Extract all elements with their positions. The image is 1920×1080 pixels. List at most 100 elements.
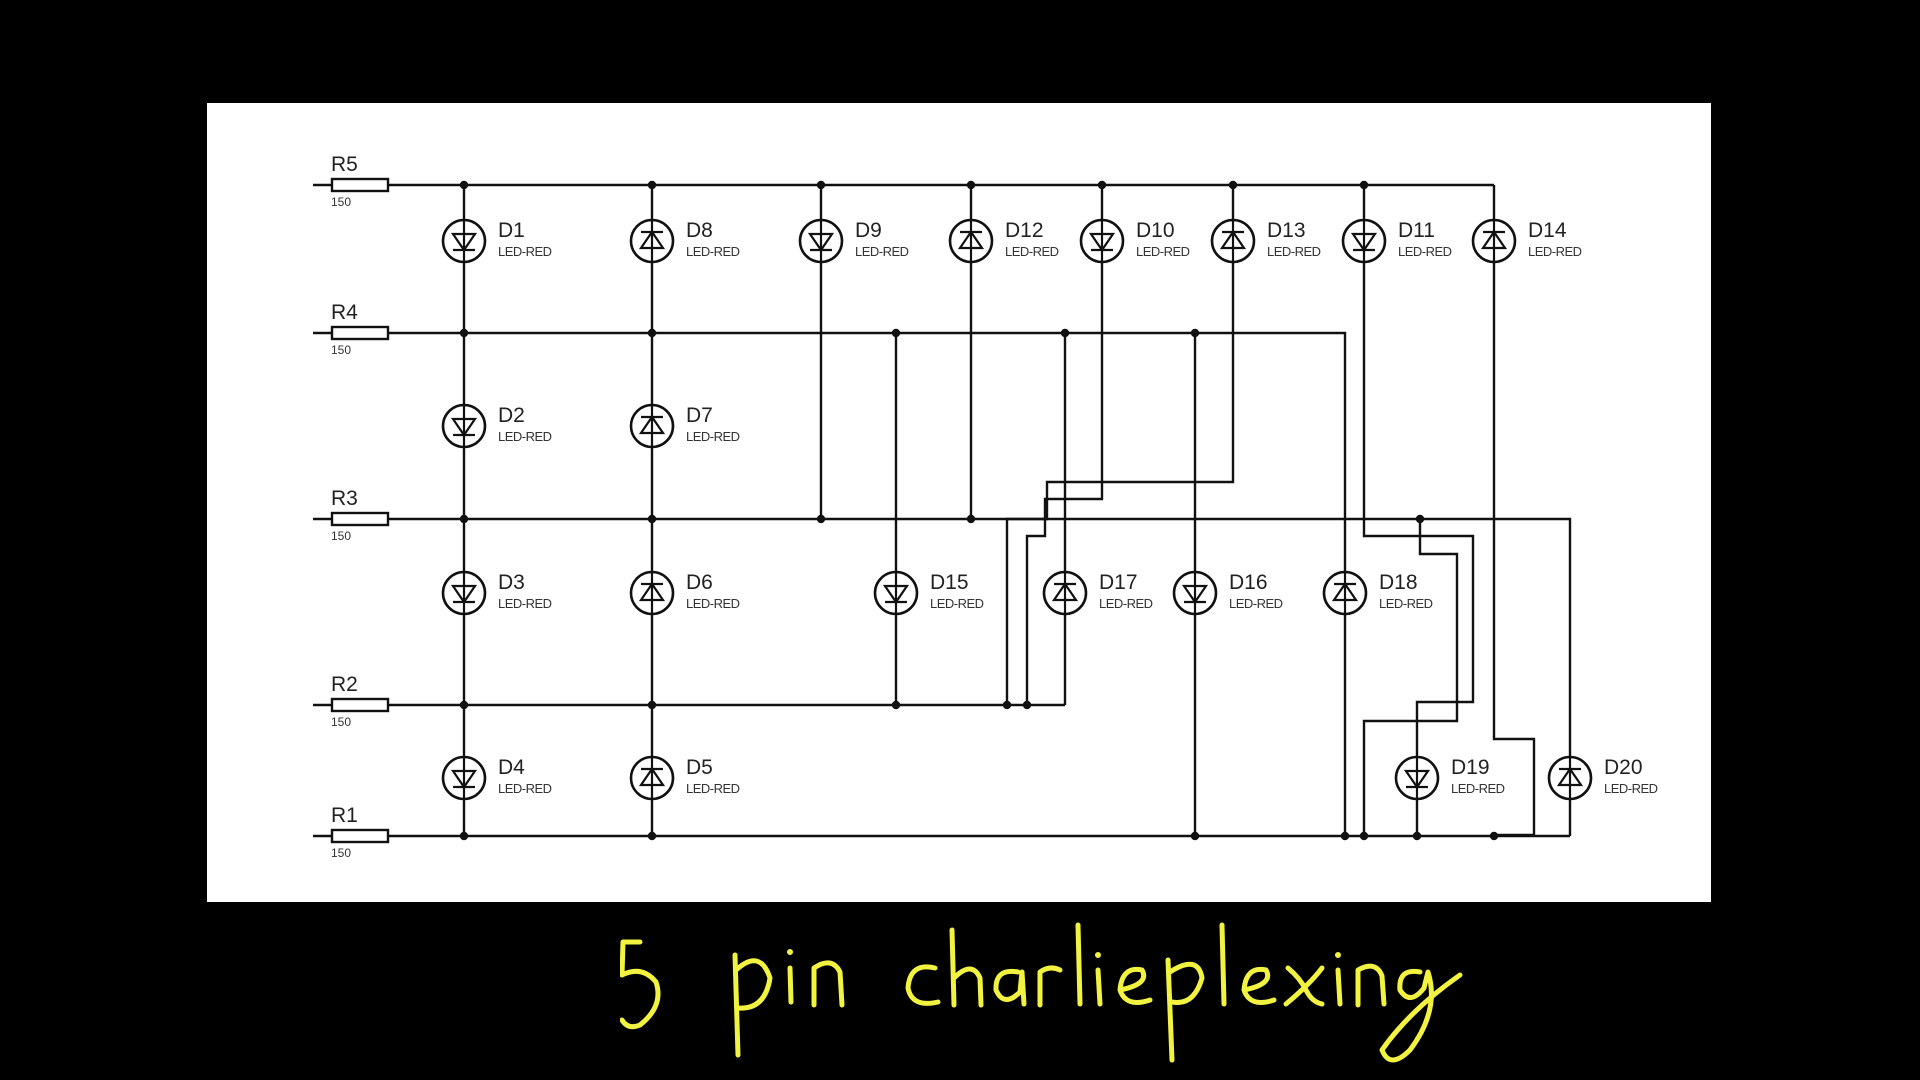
diode-triangle — [1219, 230, 1247, 250]
junction-dot — [1190, 328, 1200, 338]
diode-triangle — [957, 230, 985, 250]
junction-dot — [1228, 180, 1238, 190]
junction-dot — [647, 180, 657, 190]
junction-dot — [1097, 180, 1107, 190]
led-type: LED-RED — [498, 781, 552, 796]
resistor-r1: R1 150 — [313, 804, 390, 860]
wire — [388, 331, 1347, 836]
resistor-value: 150 — [331, 343, 351, 357]
diode-triangle — [638, 582, 666, 602]
led-label: D15 — [930, 571, 969, 594]
components: R5150R4150R3150R2150R1150D1LED-REDD8LED-… — [313, 153, 1658, 860]
led-type: LED-RED — [1604, 781, 1658, 796]
led-label: D10 — [1136, 219, 1175, 242]
junction-dot — [1359, 180, 1369, 190]
wire — [1025, 185, 1104, 705]
junction-dot — [647, 700, 657, 710]
diode-triangle — [1556, 767, 1584, 787]
diode-triangle — [1403, 769, 1431, 789]
led-type: LED-RED — [686, 429, 740, 444]
led-label: D19 — [1451, 756, 1490, 779]
led-type: LED-RED — [855, 244, 909, 259]
junction-dot — [1415, 514, 1425, 524]
led-type: LED-RED — [498, 244, 552, 259]
diode-triangle — [1051, 582, 1079, 602]
led-label: D9 — [855, 219, 882, 242]
led-type: LED-RED — [1005, 244, 1059, 259]
junction-dot — [1022, 700, 1032, 710]
led-type: LED-RED — [1229, 596, 1283, 611]
resistor-r5: R5 150 — [313, 153, 390, 209]
diode-triangle — [882, 584, 910, 604]
led-label: D3 — [498, 571, 525, 594]
junction-dot — [891, 700, 901, 710]
led-label: D12 — [1005, 219, 1044, 242]
handwritten-caption: 5 pin charlieplexing — [619, 920, 1520, 1070]
resistor-label: R5 — [331, 153, 358, 176]
led-label: D13 — [1267, 219, 1306, 242]
wires — [388, 180, 1572, 841]
led-type: LED-RED — [1398, 244, 1452, 259]
diode-triangle — [1350, 232, 1378, 252]
junction-dot — [1412, 831, 1422, 841]
resistor-r3: R3 150 — [313, 487, 390, 543]
junction-dot — [647, 831, 657, 841]
led-label: D6 — [686, 571, 713, 594]
junction-dot — [647, 328, 657, 338]
diode-triangle — [638, 767, 666, 787]
diode-triangle — [450, 584, 478, 604]
led-type: LED-RED — [1451, 781, 1505, 796]
diode-triangle — [450, 232, 478, 252]
led-type: LED-RED — [686, 244, 740, 259]
led-label: D20 — [1604, 756, 1643, 779]
diode-triangle — [1088, 232, 1116, 252]
diode-triangle — [1480, 230, 1508, 250]
led-type: LED-RED — [686, 596, 740, 611]
led-type: LED-RED — [498, 429, 552, 444]
led-label: D2 — [498, 404, 525, 427]
resistor-label: R1 — [331, 804, 358, 827]
junction-dot — [1060, 328, 1070, 338]
led-label: D16 — [1229, 571, 1268, 594]
led-label: D1 — [498, 219, 525, 242]
resistor-label: R2 — [331, 673, 358, 696]
led-type: LED-RED — [498, 596, 552, 611]
resistor-value: 150 — [331, 715, 351, 729]
junction-dot — [1002, 700, 1012, 710]
junction-dot — [966, 180, 976, 190]
junction-dot — [459, 328, 469, 338]
resistor-value: 150 — [331, 195, 351, 209]
diode-triangle — [638, 415, 666, 435]
led-type: LED-RED — [1379, 596, 1433, 611]
resistor-value: 150 — [331, 529, 351, 543]
resistor-r4: R4 150 — [313, 301, 390, 357]
led-label: D17 — [1099, 571, 1138, 594]
resistor-label: R3 — [331, 487, 358, 510]
led-label: D8 — [686, 219, 713, 242]
wire — [1005, 185, 1235, 705]
wire — [1362, 185, 1475, 836]
junction-dot — [891, 328, 901, 338]
junction-dot — [459, 831, 469, 841]
resistor-label: R4 — [331, 301, 358, 324]
resistor-r2: R2 150 — [313, 673, 390, 729]
resistor-value: 150 — [331, 846, 351, 860]
led-label: D5 — [686, 756, 713, 779]
led-type: LED-RED — [1099, 596, 1153, 611]
charlieplexing-schematic: R5150R4150R3150R2150R1150D1LED-REDD8LED-… — [313, 153, 1658, 860]
